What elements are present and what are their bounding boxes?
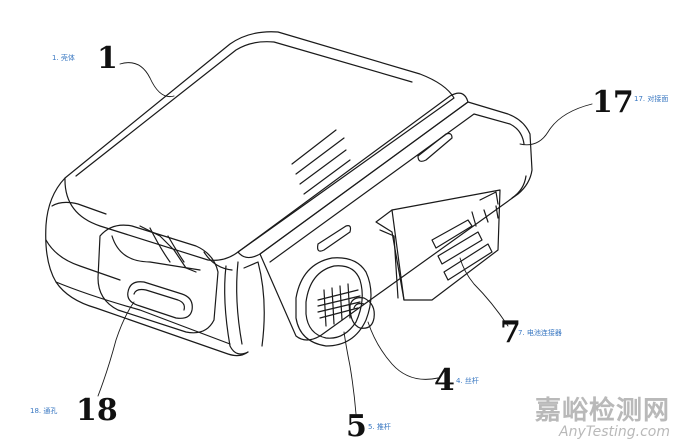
slot-lower	[317, 225, 352, 252]
vent-4	[303, 159, 351, 195]
watermark-chinese: 嘉峪检测网	[534, 396, 670, 426]
lead-screw	[317, 289, 361, 319]
label-number-docking-face: 17	[592, 85, 634, 120]
push-rod-head	[349, 297, 375, 329]
leader-18	[97, 301, 135, 397]
caption-push-rod: 5. 推杆	[368, 423, 391, 431]
watermark-english: AnyTesting.com	[559, 424, 670, 440]
label-number-battery-connector: 7	[500, 315, 521, 350]
housing-top-inner	[75, 41, 413, 177]
housing-front-edge	[51, 201, 107, 215]
label-number-housing: 1	[97, 41, 118, 76]
housing-top-face	[64, 31, 455, 261]
caption-docking-face: 17. 对接面	[634, 95, 669, 103]
connector-pin-2	[437, 231, 483, 265]
label-number-through-hole: 18	[76, 393, 118, 428]
caption-housing: 1. 壳体	[52, 54, 75, 62]
leader-17	[519, 103, 593, 146]
connector-pin-1	[431, 219, 473, 249]
housing-front-left	[45, 177, 249, 357]
vent-2	[295, 137, 345, 175]
label-number-lead-screw: 4	[434, 363, 455, 398]
leader-7	[459, 257, 509, 327]
band-outer	[237, 92, 469, 259]
rod-housing-ring	[295, 257, 372, 347]
docking-module-top	[259, 101, 533, 341]
leader-1	[119, 62, 175, 98]
connector-pin-3	[443, 243, 493, 281]
vent-1	[291, 129, 337, 165]
caption-battery-connector: 7. 电池连接器	[518, 329, 562, 337]
caption-lead-screw: 4. 丝杆	[456, 377, 479, 385]
caption-through-hole: 18. 通孔	[30, 407, 58, 415]
label-number-push-rod: 5	[346, 409, 367, 444]
recess-outline	[97, 224, 219, 334]
leader-5	[343, 331, 357, 415]
slot-upper	[417, 132, 453, 162]
leader-4	[367, 321, 439, 380]
through-hole	[127, 281, 193, 319]
vent-3	[299, 149, 347, 185]
